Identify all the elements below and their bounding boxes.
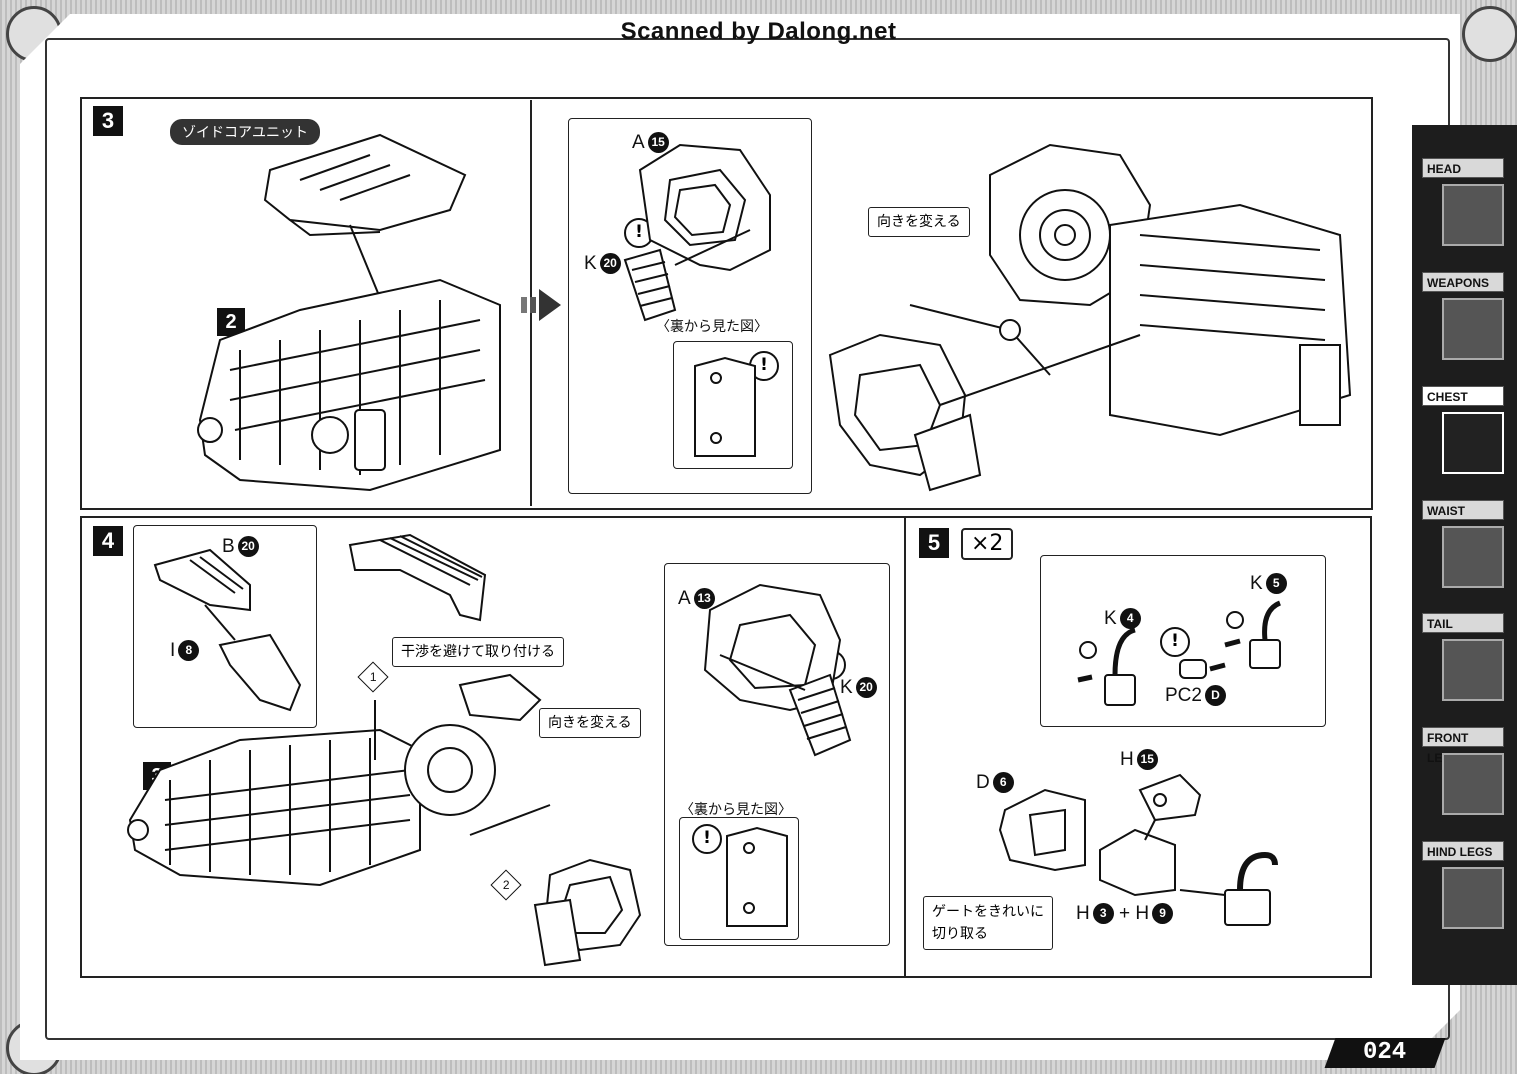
tab-hind-legs[interactable]: HIND LEGS — [1420, 841, 1508, 941]
step3-armor-plate-illustration — [623, 143, 771, 322]
scan-watermark: Scanned by Dalong.net — [620, 18, 897, 45]
step4-top-cover-illustration — [348, 533, 487, 622]
tab-head[interactable]: HEAD — [1420, 158, 1508, 258]
step5-gate-callout: ゲートをきれいに 切り取る — [923, 896, 1053, 950]
next-step-arrow-icon — [521, 289, 561, 321]
step3-turn-callout: 向きを変える — [868, 207, 970, 237]
step3-back-view-title: 〈裏から見た図〉 — [656, 318, 768, 334]
waist-icon — [1442, 526, 1504, 588]
step4-back-caution-icon: ! — [692, 824, 722, 854]
step4-number: 4 — [93, 526, 123, 556]
tab-front-legs[interactable]: FRONT LEGS — [1420, 727, 1508, 827]
step3-back-view-part — [694, 356, 756, 457]
chest-icon — [1442, 412, 1504, 474]
front-legs-icon — [1442, 753, 1504, 815]
tab-tail[interactable]: TAIL — [1420, 613, 1508, 713]
tab-weapons[interactable]: WEAPONS — [1420, 272, 1508, 372]
hind-legs-icon — [1442, 867, 1504, 929]
step4-armor-plate-illustration — [703, 583, 852, 757]
step5-number: 5 — [919, 528, 949, 558]
tab-chest[interactable]: CHEST — [1420, 386, 1508, 486]
step4-avoid-interference-callout: 干渉を避けて取り付ける — [392, 637, 564, 667]
step5-joint-assembly-illustration — [998, 773, 1278, 926]
page-number: 024 — [1324, 1038, 1446, 1068]
zoid-core-unit-label: ゾイドコアユニット — [170, 119, 320, 145]
step4-body-assembly-illustration — [127, 673, 551, 887]
corner-dial-top-right — [1462, 6, 1517, 62]
head-icon — [1442, 184, 1504, 246]
step5-multiplier: ×2 — [961, 528, 1014, 560]
weapons-icon — [1442, 298, 1504, 360]
step5-caution-icon: ! — [1160, 627, 1190, 657]
step3-number: 3 — [93, 106, 123, 136]
tail-icon — [1442, 639, 1504, 701]
step4-lower-plate-illustration — [533, 858, 642, 967]
step3-chest-assembly-illustration — [828, 143, 1352, 492]
step4-back-view-title: 〈裏から見た図〉 — [680, 801, 792, 817]
step5-joint-parts-illustration — [1077, 600, 1282, 706]
step4-turn-callout: 向きを変える — [539, 708, 641, 738]
step4-cover-parts-illustration — [153, 548, 302, 712]
tab-waist[interactable]: WAIST — [1420, 500, 1508, 600]
step3-core-unit-illustration — [197, 133, 501, 492]
step4-back-view-part — [726, 826, 788, 927]
